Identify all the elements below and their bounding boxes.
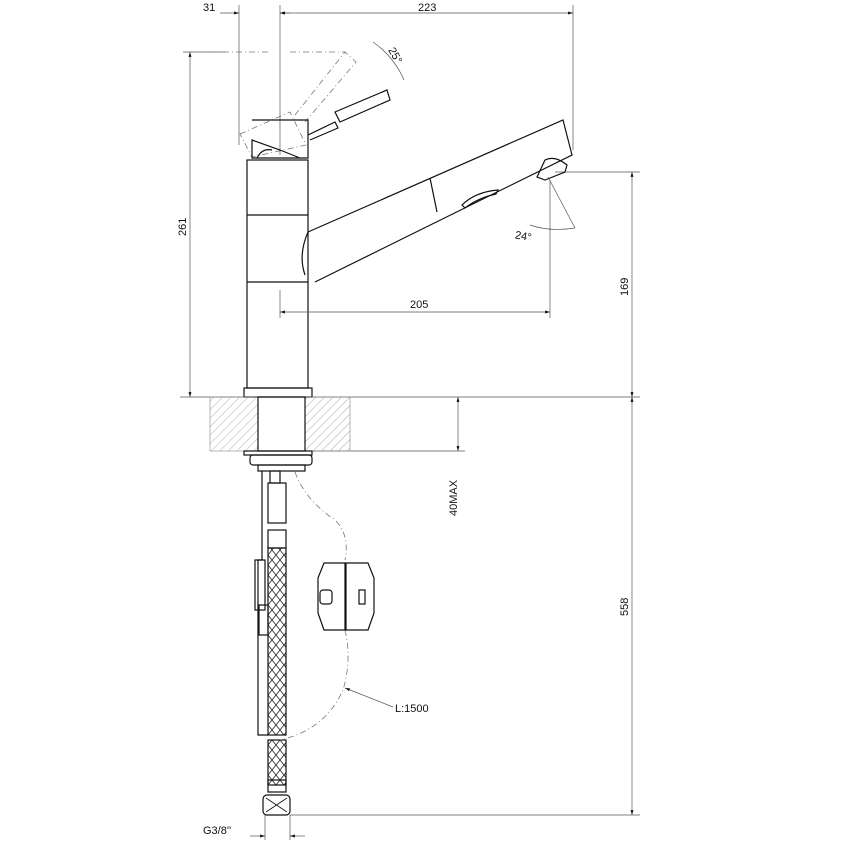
pullout-hose-path: [279, 471, 349, 741]
spout-angle-line: [547, 176, 576, 229]
lever-handle: [334, 89, 391, 123]
dimension-top: 31 223: [203, 2, 573, 15]
dim-counter-thickness: 40MAX: [448, 479, 460, 516]
dim-lever-angle: 25°: [385, 46, 404, 66]
dim-overall-reach: 223: [418, 2, 436, 14]
dim-connection: G3/8'': [203, 825, 231, 837]
dim-hose-drop: 558: [619, 598, 631, 616]
dim-spout-reach: 205: [410, 299, 428, 311]
dimension-height: 261: [177, 52, 192, 397]
spout: [301, 119, 573, 283]
dim-hose-length: L:1500: [395, 703, 429, 715]
lever-angle-arc: [372, 41, 405, 81]
dim-overall-height: 261: [177, 218, 189, 236]
lever-stem: [307, 121, 339, 141]
spout-angle-arc: [529, 224, 576, 230]
dim-spout-height: 169: [619, 278, 631, 296]
hose-weight-clip: [317, 562, 375, 631]
dimension-connection: G3/8'': [203, 815, 305, 840]
lever-alt-position: [210, 51, 357, 158]
leader-hose-length: [344, 687, 394, 708]
dim-spout-angle: 24°: [514, 229, 532, 244]
supply-hoses: [254, 470, 291, 816]
dim-lever-offset: 31: [203, 2, 215, 14]
countertop-section: [209, 396, 351, 472]
faucet-body: [243, 89, 391, 398]
